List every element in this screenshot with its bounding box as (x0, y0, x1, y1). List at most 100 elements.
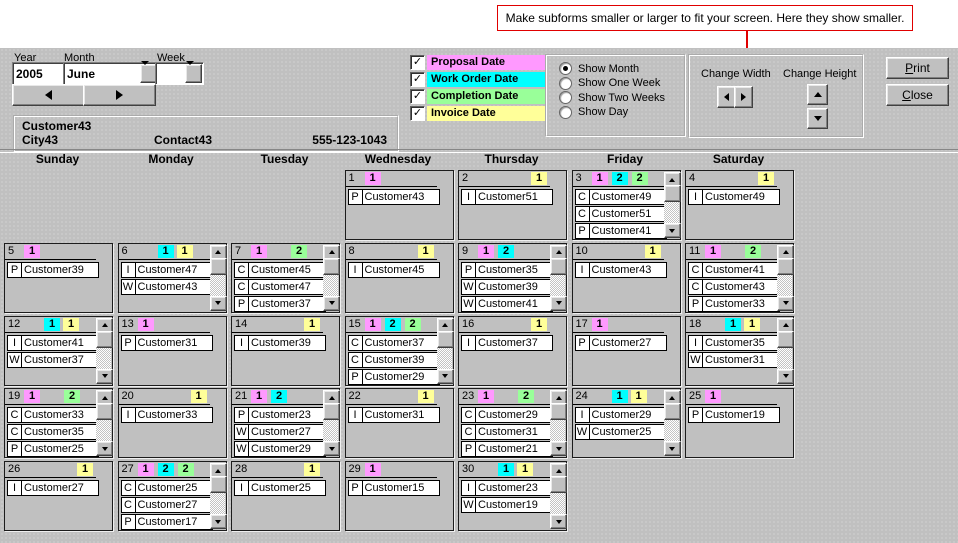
entry-customer-name[interactable]: Customer29 (361, 368, 440, 385)
entry-type-code[interactable]: I (7, 334, 22, 351)
entry-type-code[interactable]: P (120, 334, 136, 351)
scroll-down-button[interactable] (663, 441, 681, 457)
cell-scrollbar[interactable] (550, 244, 567, 311)
entry-type-code[interactable]: C (461, 424, 476, 441)
entry-type-code[interactable]: P (574, 223, 590, 239)
radio-show-one-week[interactable]: Show One Week (559, 76, 660, 90)
entry-customer-name[interactable]: Customer39 (475, 278, 553, 295)
entry-type-code[interactable]: I (120, 261, 136, 278)
entry-type-code[interactable]: C (347, 334, 363, 351)
month-combobox[interactable]: June (63, 61, 159, 85)
entry-customer-name[interactable]: Customer49 (702, 189, 780, 205)
entry-customer-name[interactable]: Customer19 (702, 407, 780, 424)
entry-type-code[interactable]: I (574, 407, 590, 424)
entry-type-code[interactable]: I (234, 334, 249, 351)
radio-show-day[interactable]: Show Day (559, 105, 628, 119)
entry-customer-name[interactable]: Customer21 (475, 441, 553, 458)
entry-customer-name[interactable]: Customer33 (134, 407, 213, 424)
scrollbar-thumb[interactable] (96, 403, 113, 421)
entry-type-code[interactable]: I (688, 334, 703, 351)
entry-type-code[interactable]: P (574, 334, 590, 351)
entry-type-code[interactable]: W (461, 278, 476, 295)
entry-customer-name[interactable]: Customer25 (248, 480, 326, 497)
entry-customer-name[interactable]: Customer39 (361, 351, 440, 368)
entry-type-code[interactable]: I (7, 480, 22, 497)
entry-customer-name[interactable]: Customer31 (134, 334, 213, 351)
scrollbar-thumb[interactable] (663, 185, 681, 202)
scrollbar-thumb[interactable] (777, 257, 794, 275)
entry-customer-name[interactable]: Customer23 (248, 407, 326, 424)
entry-type-code[interactable]: P (7, 261, 22, 278)
entry-type-code[interactable]: C (234, 261, 249, 278)
entry-customer-name[interactable]: Customer43 (588, 261, 667, 278)
entry-customer-name[interactable]: Customer33 (702, 295, 780, 312)
entry-type-code[interactable]: P (688, 407, 703, 424)
entry-customer-name[interactable]: Customer41 (21, 334, 99, 351)
entry-customer-name[interactable]: Customer39 (21, 261, 99, 278)
scroll-down-button[interactable] (209, 295, 227, 311)
entry-type-code[interactable]: P (347, 189, 363, 205)
entry-type-code[interactable]: C (234, 278, 249, 295)
entry-customer-name[interactable]: Customer41 (475, 295, 553, 312)
entry-customer-name[interactable]: Customer33 (21, 407, 99, 424)
entry-type-code[interactable]: P (347, 480, 363, 497)
entry-type-code[interactable]: C (461, 407, 476, 424)
entry-type-code[interactable]: C (688, 278, 703, 295)
scroll-down-button[interactable] (550, 514, 567, 530)
scroll-down-button[interactable] (96, 368, 113, 384)
close-button[interactable]: Close (886, 84, 949, 106)
cell-scrollbar[interactable] (777, 244, 794, 311)
scrollbar-thumb[interactable] (96, 330, 113, 348)
entry-customer-name[interactable]: Customer37 (21, 351, 99, 368)
entry-customer-name[interactable]: Customer45 (248, 261, 326, 278)
scrollbar-thumb[interactable] (209, 257, 227, 275)
entry-type-code[interactable]: I (461, 480, 476, 497)
entry-customer-name[interactable]: Customer27 (588, 334, 667, 351)
cell-scrollbar[interactable] (96, 317, 113, 384)
scroll-up-button[interactable] (663, 390, 681, 406)
cell-scrollbar[interactable] (663, 390, 681, 457)
entry-customer-name[interactable]: Customer25 (134, 480, 213, 497)
entry-type-code[interactable]: W (574, 424, 590, 441)
entry-type-code[interactable]: P (234, 295, 249, 312)
entry-customer-name[interactable]: Customer37 (248, 295, 326, 312)
entry-customer-name[interactable]: Customer43 (361, 189, 440, 205)
previous-month-button[interactable] (12, 84, 85, 106)
entry-customer-name[interactable]: Customer51 (475, 189, 553, 205)
scroll-down-button[interactable] (663, 223, 681, 238)
entry-customer-name[interactable]: Customer31 (361, 407, 440, 424)
cell-scrollbar[interactable] (209, 463, 227, 530)
scrollbar-thumb[interactable] (209, 476, 227, 494)
entry-type-code[interactable]: C (120, 480, 136, 497)
entry-type-code[interactable]: C (120, 497, 136, 514)
scrollbar-thumb[interactable] (550, 476, 567, 494)
entry-customer-name[interactable]: Customer47 (248, 278, 326, 295)
entry-customer-name[interactable]: Customer41 (588, 223, 667, 239)
scroll-down-button[interactable] (777, 368, 794, 384)
scroll-down-button[interactable] (96, 441, 113, 457)
entry-customer-name[interactable]: Customer27 (21, 480, 99, 497)
entry-customer-name[interactable]: Customer19 (475, 497, 553, 514)
cell-scrollbar[interactable] (323, 244, 340, 311)
week-combobox[interactable] (155, 61, 204, 85)
entry-type-code[interactable]: C (688, 261, 703, 278)
entry-customer-name[interactable]: Customer27 (134, 497, 213, 514)
entry-type-code[interactable]: W (7, 351, 22, 368)
entry-type-code[interactable]: W (688, 351, 703, 368)
entry-type-code[interactable]: I (234, 480, 249, 497)
entry-customer-name[interactable]: Customer29 (475, 407, 553, 424)
entry-customer-name[interactable]: Customer47 (134, 261, 213, 278)
entry-customer-name[interactable]: Customer25 (21, 441, 99, 458)
entry-type-code[interactable]: P (120, 514, 136, 531)
entry-type-code[interactable]: I (688, 189, 703, 205)
scrollbar-thumb[interactable] (436, 330, 454, 348)
entry-type-code[interactable]: P (688, 295, 703, 312)
cell-scrollbar[interactable] (323, 390, 340, 457)
cell-scrollbar[interactable] (550, 463, 567, 530)
entry-type-code[interactable]: I (347, 261, 363, 278)
scroll-down-button[interactable] (323, 441, 340, 457)
entry-customer-name[interactable]: Customer43 (134, 278, 213, 295)
entry-type-code[interactable]: C (7, 424, 22, 441)
cell-scrollbar[interactable] (777, 317, 794, 384)
entry-type-code[interactable]: I (461, 189, 476, 205)
